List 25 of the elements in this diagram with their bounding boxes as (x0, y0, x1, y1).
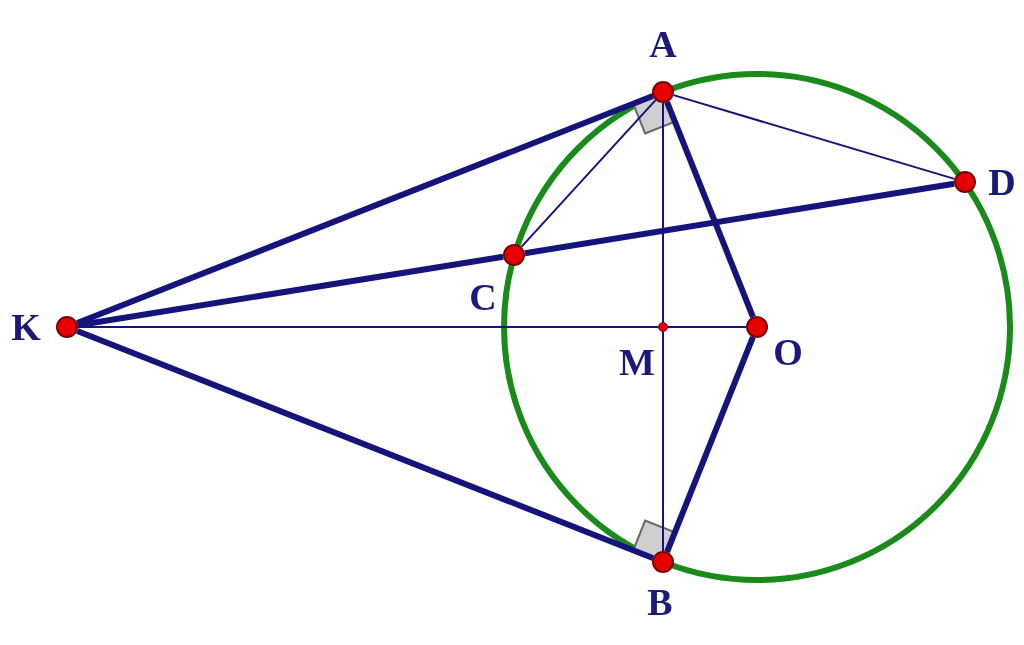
line-segment (662, 102, 664, 323)
point-marker (652, 81, 674, 103)
point-marker (56, 316, 78, 338)
line-segment (77, 253, 504, 329)
line-segment (77, 326, 659, 328)
point-label: O (773, 333, 803, 371)
point-marker (954, 171, 976, 193)
point-label: A (649, 25, 677, 63)
point-label: K (11, 308, 41, 346)
point-marker (652, 551, 674, 573)
line-segment (664, 336, 756, 553)
point-marker (658, 322, 668, 332)
line-segment (664, 101, 756, 318)
line-segment (667, 326, 747, 328)
line-segment (524, 180, 955, 257)
line-segment (76, 328, 654, 561)
line-segment (662, 331, 664, 552)
point-marker (503, 244, 525, 266)
point-label: D (988, 163, 1016, 201)
point-label: M (619, 343, 655, 381)
point-label: B (647, 583, 673, 621)
line-segment (672, 94, 956, 180)
point-label: C (469, 278, 497, 316)
point-marker (746, 316, 768, 338)
line-segment (520, 99, 657, 248)
